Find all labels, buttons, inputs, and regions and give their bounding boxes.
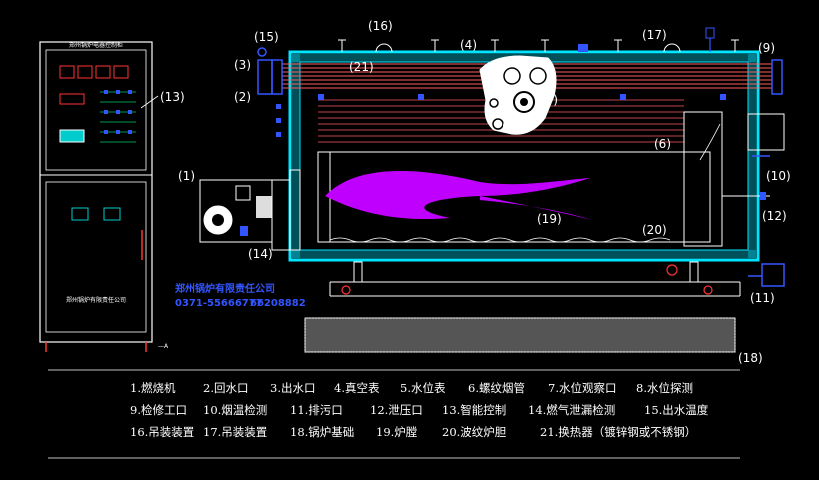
callout-5: (5) xyxy=(516,57,533,71)
company-phone-1: 0371-55666777 xyxy=(175,298,263,309)
callout-4: (4) xyxy=(460,38,477,52)
callout-12: (12) xyxy=(762,209,787,223)
legend-item-5: 5.水位表 xyxy=(400,381,446,395)
company-name: 郑州锅炉有限责任公司 xyxy=(175,282,275,295)
legend-item-11: 11.排污口 xyxy=(290,403,343,417)
boiler-supports xyxy=(329,261,741,297)
legend-item-14: 14.燃气泄漏检测 xyxy=(528,403,615,417)
callout-17: (17) xyxy=(642,28,667,42)
callout-16: (16) xyxy=(368,19,393,33)
legend-item-4: 4.真空表 xyxy=(334,381,380,395)
legend-item-7: 7.水位观察口 xyxy=(548,381,616,395)
legend-item-1: 1.燃烧机 xyxy=(130,381,176,395)
callout-19: (19) xyxy=(537,212,562,226)
callout-10: (10) xyxy=(766,169,791,183)
company-name-small: 郑州锅炉有限责任公司 xyxy=(66,296,126,304)
callout-14: (14) xyxy=(248,247,273,261)
boiler-foundation xyxy=(304,317,736,353)
legend-item-10: 10.烟温检测 xyxy=(203,403,267,417)
legend-item-20: 20.波纹炉胆 xyxy=(442,425,507,439)
legend-item-13: 13.智能控制 xyxy=(442,403,506,417)
legend-item-16: 16.吊装装置 xyxy=(130,425,194,439)
top-fittings xyxy=(338,39,739,53)
callout-labels: (1) (2) (3) (4) (5) (6) (7) (8) (9) (10)… xyxy=(160,19,791,365)
callout-9: (9) xyxy=(758,41,775,55)
company-phone-2: 66208882 xyxy=(250,298,306,309)
callout-11: (11) xyxy=(750,291,775,305)
cabinet-title: 郑州锅炉电器控制柜 xyxy=(69,41,123,49)
control-cabinet: 郑州锅炉电器控制柜 郑州锅炉有限责任公司 —A xyxy=(39,41,169,352)
legend-item-17: 17.吊装装置 xyxy=(203,425,267,439)
callout-21: (21) xyxy=(349,60,374,74)
legend-item-6: 6.螺纹烟管 xyxy=(468,381,525,395)
callout-3: (3) xyxy=(234,58,251,72)
callout-6: (6) xyxy=(654,137,671,151)
callout-18: (18) xyxy=(738,351,763,365)
burner xyxy=(199,169,301,251)
legend: 1.燃烧机 2.回水口 3.出水口 4.真空表 5.水位表 6.螺纹烟管 7.水… xyxy=(130,381,709,439)
water-level-panel xyxy=(479,55,557,135)
legend-item-19: 19.炉膛 xyxy=(376,425,418,439)
cabinet-side-label: —A xyxy=(158,343,169,350)
callout-20: (20) xyxy=(642,223,667,237)
callout-13: (13) xyxy=(160,90,185,104)
callout-8: (8) xyxy=(502,119,519,133)
legend-item-18: 18.锅炉基础 xyxy=(290,425,354,439)
flame xyxy=(325,170,590,220)
callout-2: (2) xyxy=(234,90,251,104)
legend-item-9: 9.检修工口 xyxy=(130,403,187,417)
callout-15: (15) xyxy=(254,30,279,44)
corrugated-furnace xyxy=(329,237,671,243)
legend-item-8: 8.水位探测 xyxy=(636,381,693,395)
legend-item-15: 15.出水温度 xyxy=(644,403,709,417)
callout-7: (7) xyxy=(541,93,558,107)
legend-item-3: 3.出水口 xyxy=(270,381,315,395)
callout-1: (1) xyxy=(178,169,195,183)
legend-item-21: 21.换热器（镀锌钢或不锈钢） xyxy=(540,425,696,439)
legend-item-2: 2.回水口 xyxy=(203,381,248,395)
legend-item-12: 12.泄压口 xyxy=(370,403,423,417)
